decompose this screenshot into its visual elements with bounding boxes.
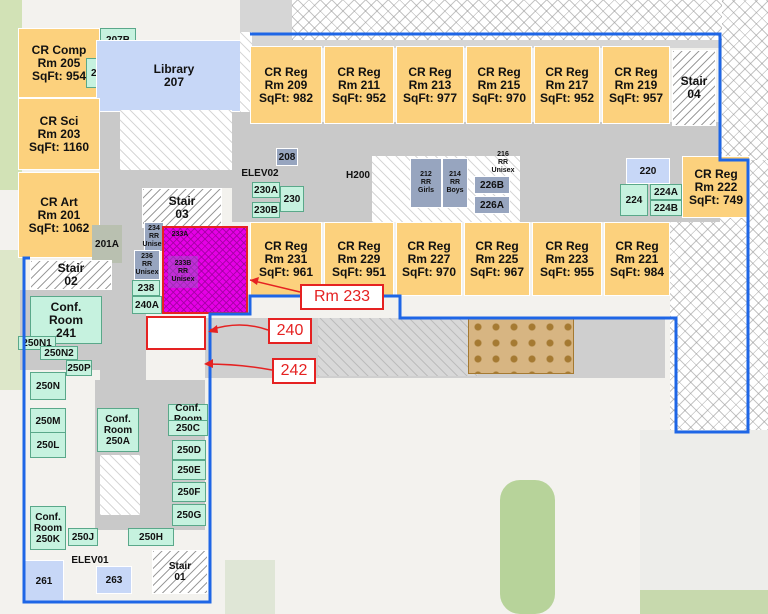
hatched-space (100, 455, 140, 515)
tree-cluster (640, 590, 768, 614)
room-cr-reg-215[interactable]: CR Reg Rm 215 SqFt: 970 (466, 46, 532, 124)
callout-rm-233[interactable]: Rm 233 (300, 284, 384, 310)
callout-arrow (209, 324, 269, 331)
stair-04[interactable]: Stair 04 (672, 50, 716, 126)
corridor-label-h200: H200 (346, 169, 370, 181)
room-212-restroom[interactable]: 212 RR Girls (410, 158, 442, 208)
room-250g[interactable]: 250G (172, 504, 206, 526)
elevator-01[interactable]: ELEV01 (71, 554, 109, 566)
dotted-court (468, 318, 574, 374)
room-cr-reg-219[interactable]: CR Reg Rm 219 SqFt: 957 (602, 46, 670, 124)
room-230a[interactable]: 230A (252, 182, 280, 198)
terrain-right-bottom (640, 430, 768, 614)
room-224a[interactable]: 224A (650, 184, 682, 200)
room-226b[interactable]: 226B (474, 176, 510, 194)
room-208[interactable]: 208 (276, 148, 298, 166)
room-cr-art-201[interactable]: CR Art Rm 201 SqFt: 1062 (18, 172, 100, 258)
callout-arrow (249, 279, 301, 293)
room-201a[interactable]: 201A (92, 225, 122, 263)
room-263[interactable]: 263 (96, 566, 132, 594)
room-250n2[interactable]: 250N2 (40, 346, 78, 360)
elevator-02[interactable]: ELEV02 (241, 167, 279, 179)
room-conf-250k[interactable]: Conf. Room 250K (30, 506, 66, 550)
building-boundary-line (22, 32, 750, 604)
room-cr-sci-203[interactable]: CR Sci Rm 203 SqFt: 1160 (18, 98, 100, 170)
room-250e[interactable]: 250E (172, 460, 206, 480)
room-250d[interactable]: 250D (172, 440, 206, 460)
room-240a[interactable]: 240A (132, 296, 162, 314)
room-238[interactable]: 238 (132, 280, 160, 296)
room-cr-reg-225[interactable]: CR Reg Rm 225 SqFt: 967 (464, 222, 530, 296)
room-224b[interactable]: 224B (650, 200, 682, 216)
room-cr-reg-221[interactable]: CR Reg Rm 221 SqFt: 984 (604, 222, 670, 296)
room-250m[interactable]: 250M (30, 408, 66, 434)
stair-02[interactable]: Stair 02 (30, 260, 112, 290)
room-250j[interactable]: 250J (68, 528, 98, 546)
room-cr-reg-217[interactable]: CR Reg Rm 217 SqFt: 952 (534, 46, 600, 124)
room-cr-reg-229[interactable]: CR Reg Rm 229 SqFt: 951 (324, 222, 394, 296)
room-240-area[interactable] (146, 316, 206, 350)
room-cr-reg-209[interactable]: CR Reg Rm 209 SqFt: 982 (250, 46, 322, 124)
room-cr-reg-222[interactable]: CR Reg Rm 222 SqFt: 749 (682, 156, 750, 218)
room-cr-reg-231[interactable]: CR Reg Rm 231 SqFt: 961 (250, 222, 322, 296)
room-cr-reg-227[interactable]: CR Reg Rm 227 SqFt: 970 (396, 222, 462, 296)
room-224[interactable]: 224 (620, 184, 648, 216)
room-250p[interactable]: 250P (66, 360, 92, 376)
room-cr-reg-213[interactable]: CR Reg Rm 213 SqFt: 977 (396, 46, 464, 124)
hatched-courtyard (318, 318, 478, 376)
arrowhead (250, 277, 259, 285)
room-233a[interactable]: 233A (171, 231, 189, 238)
arrowhead (204, 359, 213, 368)
callout-arrow (205, 363, 273, 371)
tree-cluster (0, 0, 22, 190)
arrowhead (208, 325, 218, 333)
room-226a[interactable]: 226A (474, 196, 510, 214)
room-250l[interactable]: 250L (30, 432, 66, 458)
hatched-space (120, 110, 232, 170)
outdoor-hatch-right-top (722, 0, 768, 160)
room-cr-reg-223[interactable]: CR Reg Rm 223 SqFt: 955 (532, 222, 602, 296)
room-conf-250a[interactable]: Conf. Room 250A (97, 408, 139, 452)
stair-01[interactable]: Stair 01 (152, 550, 208, 594)
room-library-207[interactable]: Library 207 (96, 40, 252, 112)
tree-cluster (225, 560, 275, 614)
callout-242[interactable]: 242 (272, 358, 316, 384)
stair-03[interactable]: Stair 03 (142, 188, 222, 228)
room-233b-restroom[interactable]: 233B RR Unisex (168, 256, 198, 288)
room-216-restroom[interactable]: 216 RR Unisex (491, 151, 515, 174)
room-233-highlight[interactable] (162, 226, 248, 314)
room-230[interactable]: 230 (280, 186, 304, 212)
room-220[interactable]: 220 (626, 158, 670, 184)
room-250n[interactable]: 250N (30, 372, 66, 400)
callout-240[interactable]: 240 (268, 318, 312, 344)
hatched-space (240, 32, 252, 112)
room-236-restroom[interactable]: 236 RR Unisex (134, 250, 160, 280)
room-214-restroom[interactable]: 214 RR Boys (442, 158, 468, 208)
room-230b[interactable]: 230B (252, 202, 280, 218)
room-250h[interactable]: 250H (128, 528, 174, 546)
room-cr-reg-211[interactable]: CR Reg Rm 211 SqFt: 952 (324, 46, 394, 124)
tree-cluster (500, 480, 555, 614)
room-250f[interactable]: 250F (172, 482, 206, 502)
room-261[interactable]: 261 (24, 560, 64, 602)
room-250c[interactable]: 250C (168, 420, 208, 436)
